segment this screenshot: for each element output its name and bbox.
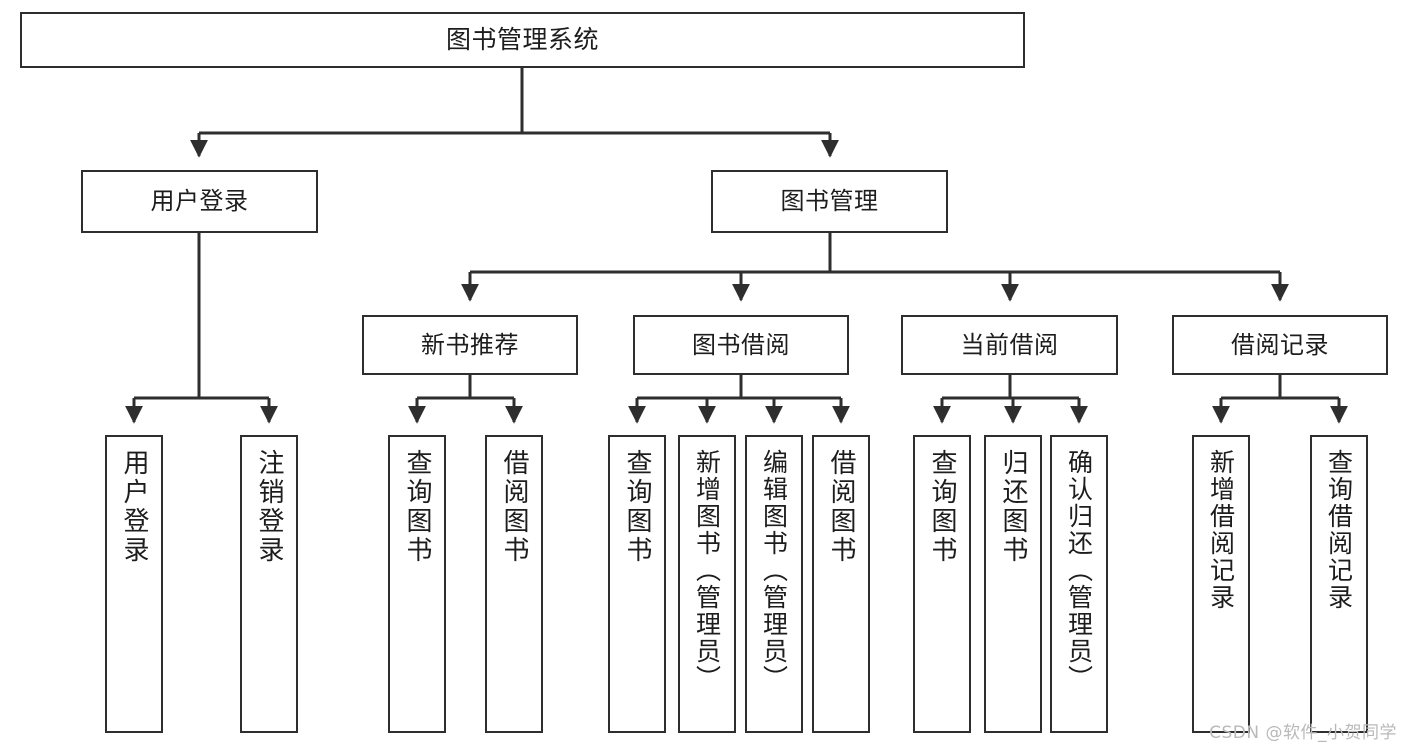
node-book-borrow[interactable]: 图书借阅	[633, 315, 849, 375]
leaf-borrow-record-0[interactable]: 新增借阅记录	[1192, 435, 1250, 733]
leaf-book-borrow-2[interactable]: 编辑图书（管理员）	[745, 435, 803, 733]
leaf-label: 归还图书	[998, 449, 1028, 565]
node-label: 新书推荐	[421, 330, 519, 359]
node-label: 借阅记录	[1231, 330, 1329, 359]
node-borrow-record[interactable]: 借阅记录	[1172, 315, 1388, 375]
leaf-label: 用户登录	[119, 449, 149, 565]
leaf-label: 新增图书（管理员）	[692, 449, 722, 692]
leaf-label: 编辑图书（管理员）	[759, 449, 789, 692]
leaf-user-login-0[interactable]: 用户登录	[105, 435, 163, 733]
leaf-new-book-rec-0[interactable]: 查询图书	[388, 435, 446, 733]
node-label: 当前借阅	[960, 330, 1059, 359]
leaf-user-login-1[interactable]: 注销登录	[240, 435, 298, 733]
node-root-system[interactable]: 图书管理系统	[20, 12, 1025, 68]
leaf-current-borrow-2[interactable]: 确认归还（管理员）	[1050, 435, 1108, 733]
node-label: 图书借阅	[692, 330, 790, 359]
node-label: 用户登录	[150, 187, 249, 216]
node-label: 图书管理	[780, 187, 879, 216]
leaf-label: 借阅图书	[499, 449, 529, 565]
leaf-label: 查询图书	[402, 449, 432, 565]
leaf-label: 查询图书	[927, 449, 957, 565]
leaf-label: 查询图书	[622, 449, 652, 565]
leaf-book-borrow-0[interactable]: 查询图书	[608, 435, 666, 733]
leaf-label: 确认归还（管理员）	[1064, 449, 1094, 692]
node-new-book-recommend[interactable]: 新书推荐	[362, 315, 578, 375]
leaf-borrow-record-1[interactable]: 查询借阅记录	[1310, 435, 1368, 733]
node-current-borrow[interactable]: 当前借阅	[901, 315, 1118, 375]
csdn-watermark: CSDN @软件_小贺同学	[1209, 723, 1397, 743]
leaf-label: 借阅图书	[826, 449, 856, 565]
leaf-current-borrow-1[interactable]: 归还图书	[984, 435, 1042, 733]
leaf-book-borrow-3[interactable]: 借阅图书	[812, 435, 870, 733]
leaf-book-borrow-1[interactable]: 新增图书（管理员）	[678, 435, 736, 733]
leaf-label: 新增借阅记录	[1206, 449, 1236, 611]
leaf-new-book-rec-1[interactable]: 借阅图书	[485, 435, 543, 733]
leaf-label: 注销登录	[254, 449, 284, 565]
node-user-login[interactable]: 用户登录	[81, 170, 318, 233]
leaf-label: 查询借阅记录	[1324, 449, 1354, 611]
leaf-current-borrow-0[interactable]: 查询图书	[913, 435, 971, 733]
node-label: 图书管理系统	[445, 25, 599, 55]
node-book-manage[interactable]: 图书管理	[711, 170, 948, 233]
